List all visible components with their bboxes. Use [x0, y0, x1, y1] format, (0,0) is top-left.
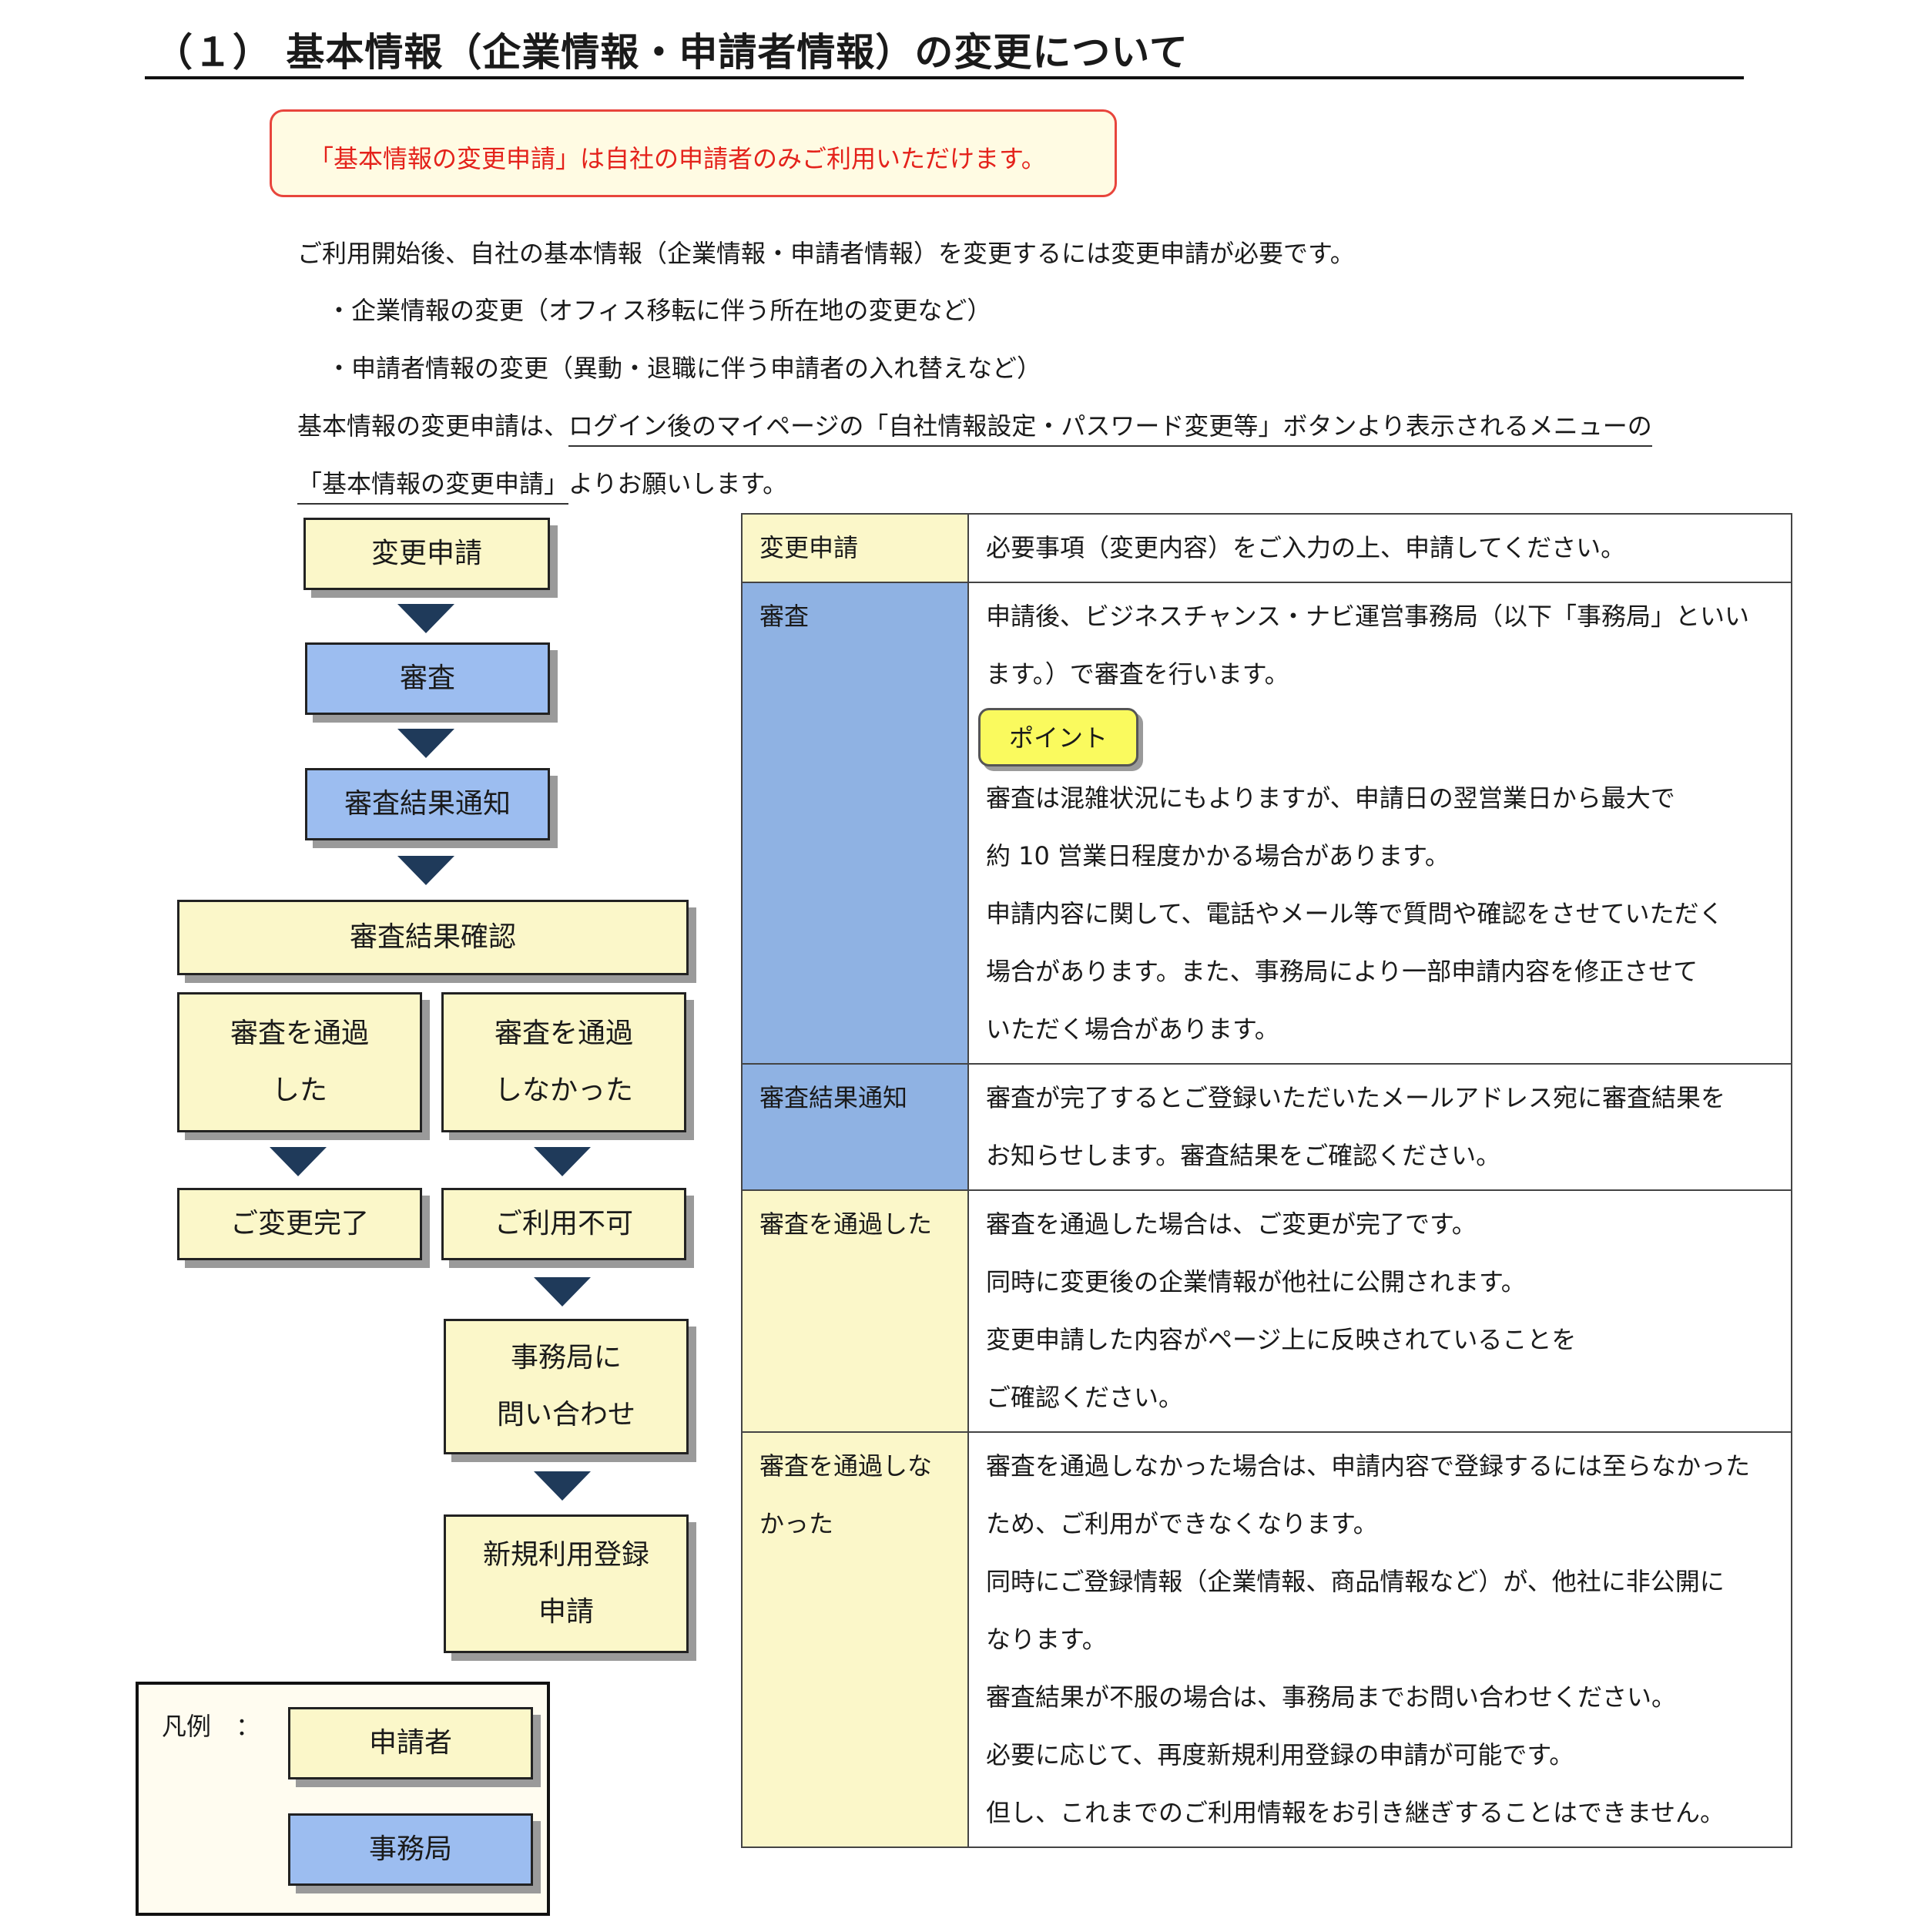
- flow-notify-box: 審査結果通知: [305, 768, 550, 840]
- table-row: 審査を通過しな かった 審査を通過しなかった場合は、申請内容で登録するには至らな…: [741, 1431, 1792, 1848]
- intro-line-1: ご利用開始後、自社の基本情報（企業情報・申請者情報）を変更するには変更申請が必要…: [297, 239, 1355, 268]
- row-head-fail: 審査を通過しな かった: [741, 1431, 969, 1848]
- table-row: 審査 申請後、ビジネスチャンス・ナビ運営事務局（以下「事務局」といい ます。）で…: [741, 582, 1792, 1065]
- row-line: ご確認ください。: [986, 1383, 1184, 1412]
- row-line: ため、ご利用ができなくなります。: [986, 1509, 1378, 1538]
- row-head-notify: 審査結果通知: [741, 1063, 969, 1191]
- notice-box: 「基本情報の変更申請」は自社の申請者のみご利用いただけます。: [270, 109, 1117, 197]
- flow-newreg-label-1: 新規利用登録: [482, 1539, 649, 1571]
- row-line: 審査は混雑状況にもよりますが、申請日の翌営業日から最大で: [986, 783, 1675, 813]
- intro-line-4-underlined: ログイン後のマイページの「自社情報設定・パスワード変更等」ボタンより表示されるメ…: [568, 411, 1652, 447]
- row-line: 審査が完了するとご登録いただいたメールアドレス宛に審査結果を: [986, 1083, 1726, 1112]
- row-head-line: かった: [759, 1509, 834, 1538]
- row-line: 申請内容に関して、電話やメール等で質問や確認をさせていただく: [986, 899, 1724, 928]
- flow-review-box: 審査: [305, 642, 550, 715]
- flow-newreg-label-2: 申請: [538, 1596, 594, 1628]
- legend-label: 凡例 ：: [162, 1712, 261, 1741]
- intro-line-5-plain: よりお願いします。: [568, 469, 788, 498]
- flow-arrow-down-4: [534, 1277, 591, 1306]
- legend-office-label: 事務局: [368, 1833, 452, 1865]
- table-row: 審査を通過した 審査を通過した場合は、ご変更が完了です。 同時に変更後の企業情報…: [741, 1189, 1792, 1433]
- row-line: 審査を通過しなかった場合は、申請内容で登録するには至らなかった: [986, 1451, 1751, 1481]
- flow-confirm-label: 審査結果確認: [349, 921, 516, 953]
- point-badge: ポイント: [978, 708, 1138, 766]
- intro-line-4-plain: 基本情報の変更申請は、: [297, 411, 569, 441]
- row-line: 審査結果が不服の場合は、事務局までお問い合わせください。: [986, 1682, 1677, 1712]
- row-head-pass: 審査を通過した: [741, 1189, 969, 1433]
- row-line: 場合があります。また、事務局により一部申請内容を修正させて: [986, 957, 1698, 986]
- row-line: ます。）で審査を行います。: [986, 659, 1289, 689]
- intro-line-4: 基本情報の変更申請は、ログイン後のマイページの「自社情報設定・パスワード変更等」…: [297, 407, 1652, 447]
- row-line: お知らせします。審査結果をご確認ください。: [986, 1141, 1501, 1170]
- row-head-line: 審査を通過しな: [759, 1451, 933, 1481]
- legend-office-swatch: 事務局: [288, 1813, 533, 1886]
- flow-contact-box: 事務局に 問い合わせ: [444, 1319, 689, 1454]
- flow-unavailable-box: ご利用不可: [441, 1188, 686, 1260]
- flow-notify-label: 審査結果通知: [344, 788, 511, 820]
- flow-newreg-box: 新規利用登録 申請: [444, 1514, 689, 1653]
- flow-confirm-box: 審査結果確認: [177, 900, 689, 975]
- flow-fail-label-2: しなかった: [494, 1075, 633, 1106]
- flow-pass-label-2: した: [271, 1075, 327, 1106]
- row-line: 必要に応じて、再度新規利用登録の申請が可能です。: [986, 1740, 1574, 1769]
- row-head-apply: 変更申請: [741, 513, 969, 583]
- flow-fail-label-1: 審査を通過: [494, 1018, 633, 1049]
- row-body-apply: 必要事項（変更内容）をご入力の上、申請してください。: [967, 513, 1792, 583]
- notice-text: 「基本情報の変更申請」は自社の申請者のみご利用いただけます。: [309, 144, 1046, 173]
- row-line: 必要事項（変更内容）をご入力の上、申請してください。: [986, 533, 1626, 562]
- intro-line-5: 「基本情報の変更申請」よりお願いします。: [297, 465, 788, 505]
- row-line: いただく場合があります。: [986, 1015, 1279, 1044]
- row-line: なります。: [986, 1625, 1107, 1654]
- flow-unavailable-label: ご利用不可: [494, 1208, 633, 1239]
- row-body-review: 申請後、ビジネスチャンス・ナビ運営事務局（以下「事務局」といい ます。）で審査を…: [967, 582, 1792, 1065]
- row-line: 但し、これまでのご利用情報をお引き継ぎすることはできません。: [986, 1798, 1725, 1827]
- flow-done-box: ご変更完了: [177, 1188, 422, 1260]
- row-line: 同時にご登録情報（企業情報、商品情報など）が、他社に非公開に: [986, 1567, 1725, 1596]
- flow-fail-box: 審査を通過 しなかった: [441, 992, 686, 1132]
- row-head-review: 審査: [741, 582, 969, 1065]
- title-underline: [145, 76, 1744, 79]
- row-line: 約 10 営業日程度かかる場合があります。: [986, 841, 1450, 870]
- flow-review-label: 審査: [399, 662, 455, 694]
- page-title: （１） 基本情報（企業情報・申請者情報）の変更について: [154, 30, 1189, 75]
- table-row: 変更申請 必要事項（変更内容）をご入力の上、申請してください。: [741, 513, 1792, 583]
- flow-arrow-down-pass: [270, 1147, 327, 1176]
- row-line: 審査を通過した場合は、ご変更が完了です。: [986, 1209, 1477, 1239]
- intro-bullet-1: ・企業情報の変更（オフィス移転に伴う所在地の変更など）: [327, 296, 992, 325]
- flow-contact-label-1: 事務局に: [510, 1342, 622, 1374]
- row-line: 変更申請した内容がページ上に反映されていることを: [986, 1325, 1577, 1354]
- row-line: 申請後、ビジネスチャンス・ナビ運営事務局（以下「事務局」といい: [986, 602, 1750, 631]
- flow-done-label: ご変更完了: [230, 1208, 369, 1239]
- flow-arrow-down-5: [534, 1471, 591, 1501]
- flow-apply-label: 変更申請: [370, 538, 482, 569]
- flow-arrow-down-fail: [534, 1147, 591, 1176]
- flow-arrow-down-1: [397, 604, 454, 633]
- process-table: 変更申請 必要事項（変更内容）をご入力の上、申請してください。 審査 申請後、ビ…: [741, 513, 1792, 1848]
- flow-arrow-down-2: [397, 729, 454, 758]
- flow-apply-box: 変更申請: [303, 518, 550, 590]
- row-body-fail: 審査を通過しなかった場合は、申請内容で登録するには至らなかった ため、ご利用がで…: [967, 1431, 1792, 1848]
- intro-line-5-underlined: 「基本情報の変更申請」: [297, 469, 569, 505]
- flow-arrow-down-3: [397, 856, 454, 885]
- legend-applicant-label: 申請者: [368, 1727, 452, 1759]
- flow-pass-label-1: 審査を通過: [230, 1018, 369, 1049]
- legend-applicant-swatch: 申請者: [288, 1707, 533, 1779]
- row-line: 同時に変更後の企業情報が他社に公開されます。: [986, 1267, 1526, 1296]
- table-row: 審査結果通知 審査が完了するとご登録いただいたメールアドレス宛に審査結果を お知…: [741, 1063, 1792, 1191]
- row-body-pass: 審査を通過した場合は、ご変更が完了です。 同時に変更後の企業情報が他社に公開され…: [967, 1189, 1792, 1433]
- flow-contact-label-2: 問い合わせ: [496, 1399, 635, 1431]
- flow-pass-box: 審査を通過 した: [177, 992, 422, 1132]
- row-body-notify: 審査が完了するとご登録いただいたメールアドレス宛に審査結果を お知らせします。審…: [967, 1063, 1792, 1191]
- intro-bullet-2: ・申請者情報の変更（異動・退職に伴う申請者の入れ替えなど）: [327, 354, 1042, 383]
